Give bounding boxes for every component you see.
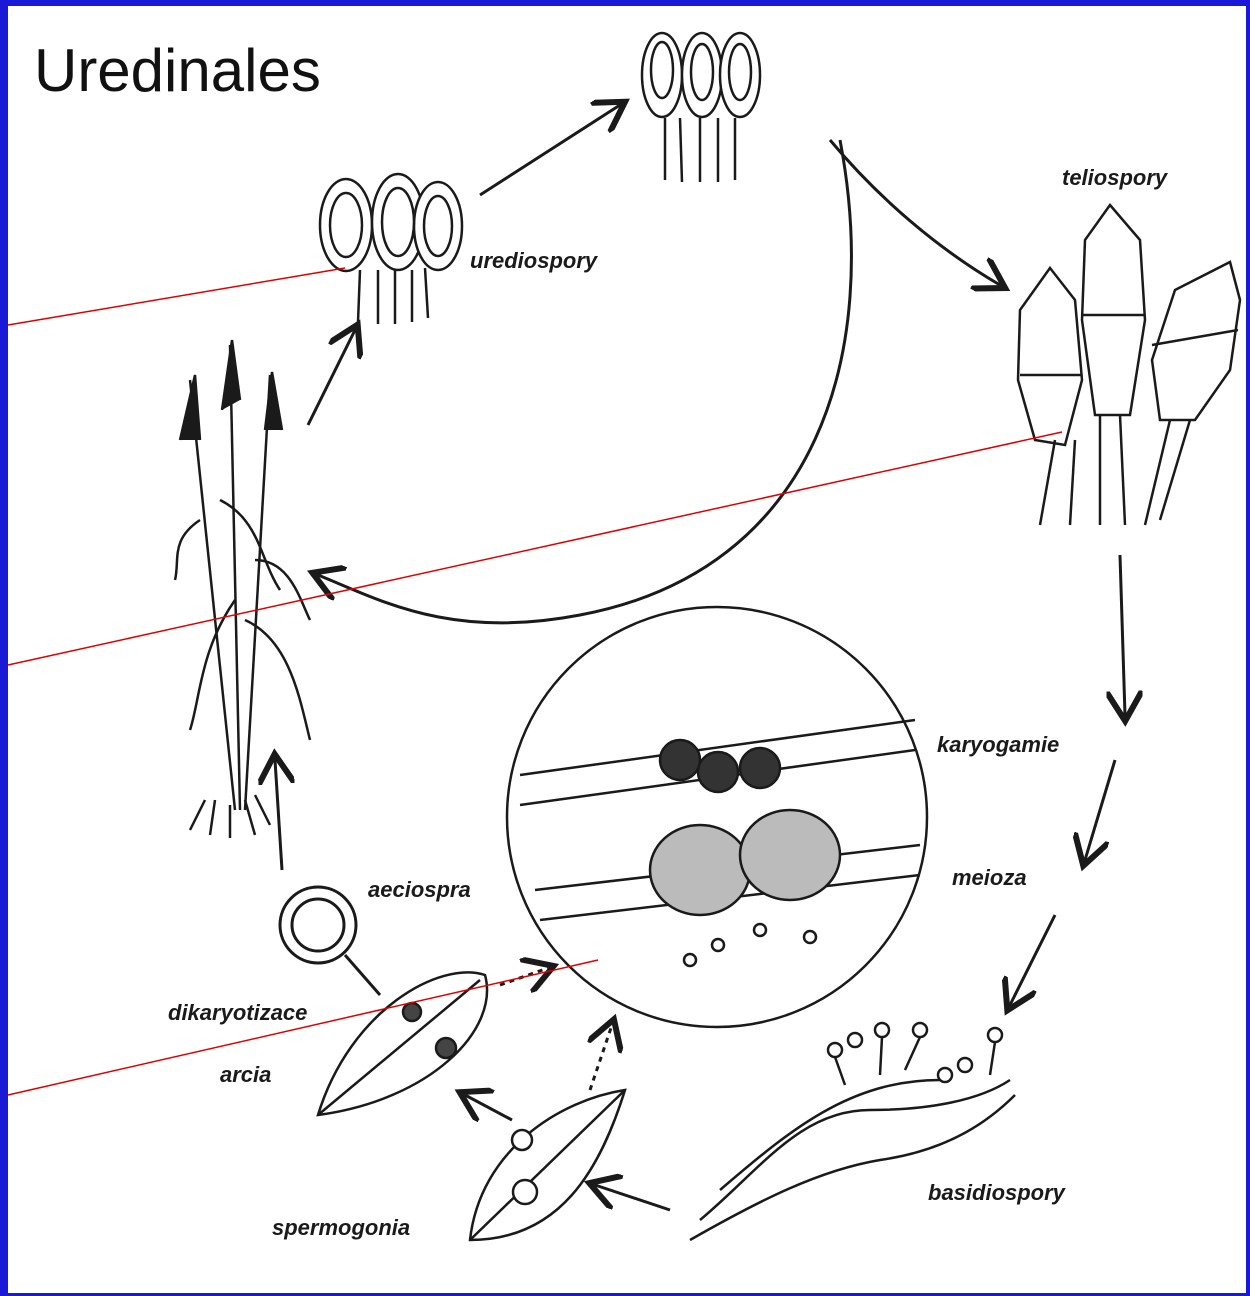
teliospore-cluster xyxy=(1018,205,1240,525)
label-basidiospory: basidiospory xyxy=(928,1180,1067,1205)
basidium xyxy=(690,1023,1015,1240)
label-meioza: meioza xyxy=(952,865,1027,890)
label-dikaryotizace: dikaryotizace xyxy=(168,1000,307,1025)
red-pointer-lines xyxy=(8,268,1062,1095)
grass-plant xyxy=(175,340,310,838)
top-spore-cluster xyxy=(642,33,760,182)
aeciospore xyxy=(280,887,380,995)
label-arcia: arcia xyxy=(220,1062,271,1087)
label-urediospory: urediospory xyxy=(470,248,599,273)
label-aeciospra: aeciospra xyxy=(368,877,471,902)
label-spermogonia: spermogonia xyxy=(272,1215,410,1240)
magnified-cross-section xyxy=(507,607,927,1027)
urediospore-cluster xyxy=(320,174,462,324)
spermogonia-leaf xyxy=(470,1090,625,1240)
label-teliospory: teliospory xyxy=(1062,165,1169,190)
label-karyogamie: karyogamie xyxy=(937,732,1059,757)
aecia-leaf xyxy=(318,972,487,1115)
